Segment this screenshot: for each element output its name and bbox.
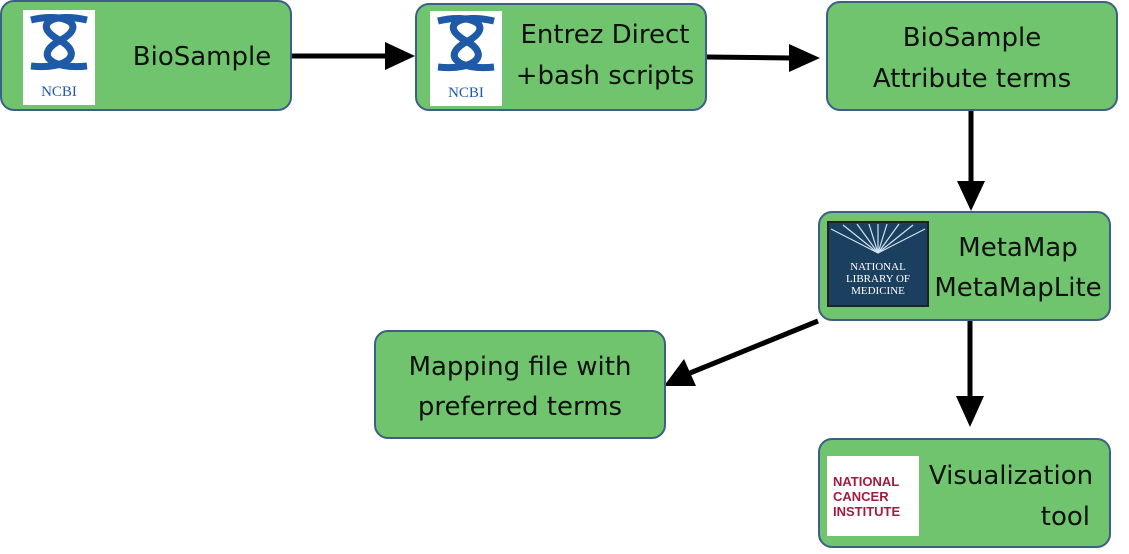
nlm-logo-text: NATIONAL LIBRARY OF MEDICINE <box>829 261 927 297</box>
arrowhead-1 <box>385 42 415 70</box>
metamap-label-line2: MetaMapLite <box>934 273 1102 303</box>
metamap-node: NATIONAL LIBRARY OF MEDICINE MetaMap Met… <box>818 211 1111 321</box>
nlm-logo-line2: LIBRARY OF <box>845 273 911 285</box>
dna-helix-icon <box>437 14 495 72</box>
nci-logo-line2: CANCER <box>833 489 889 504</box>
nci-logo-line3: INSTITUTE <box>833 504 901 519</box>
visualization-label-line2: tool <box>1040 502 1090 532</box>
nci-logo-line1: NATIONAL <box>833 474 900 489</box>
entrez-label-line1: Entrez Direct <box>520 20 690 50</box>
nlm-logo-line1: NATIONAL <box>850 261 906 273</box>
arrowhead-3 <box>957 181 985 211</box>
ncbi-logo-text: NCBI <box>448 85 484 101</box>
nlm-logo-line3: MEDICINE <box>851 285 905 297</box>
nci-logo-text: NATIONAL CANCER INSTITUTE <box>833 474 900 519</box>
arrow-entrez-to-attributes <box>706 54 791 61</box>
entrez-label-line2: +bash scripts <box>515 61 695 91</box>
attribute-terms-line1: BioSample <box>902 23 1042 53</box>
dna-helix-icon <box>30 13 88 71</box>
entrez-direct-node: NCBI Entrez Direct +bash scripts <box>415 3 707 111</box>
ncbi-logo-text: NCBI <box>41 84 77 100</box>
metamap-label-line1: MetaMap <box>958 233 1078 263</box>
ncbi-logo: NCBI <box>430 11 502 106</box>
biosample-node: NCBI BioSample <box>0 0 292 111</box>
biosample-label: BioSample <box>132 42 272 72</box>
arrowhead-2 <box>789 44 820 72</box>
mapping-file-line1: Mapping file with <box>408 352 632 382</box>
visualization-label-line1: Visualization <box>928 461 1094 491</box>
mapping-file-line2: preferred terms <box>417 392 623 422</box>
attribute-terms-node: BioSample Attribute terms <box>826 1 1118 111</box>
mapping-file-node: Mapping file with preferred terms <box>374 330 666 439</box>
attribute-terms-line2: Attribute terms <box>872 64 1072 94</box>
nlm-logo: NATIONAL LIBRARY OF MEDICINE <box>827 221 929 307</box>
ncbi-logo: NCBI <box>23 10 95 105</box>
arrow-metamap-to-mapping <box>689 318 819 376</box>
nlm-rays-icon <box>830 223 926 254</box>
arrowhead-5 <box>956 396 984 427</box>
nci-logo: NATIONAL CANCER INSTITUTE <box>827 456 919 536</box>
visualization-node: NATIONAL CANCER INSTITUTE Visualization … <box>818 438 1111 548</box>
arrowhead-4 <box>664 359 696 386</box>
